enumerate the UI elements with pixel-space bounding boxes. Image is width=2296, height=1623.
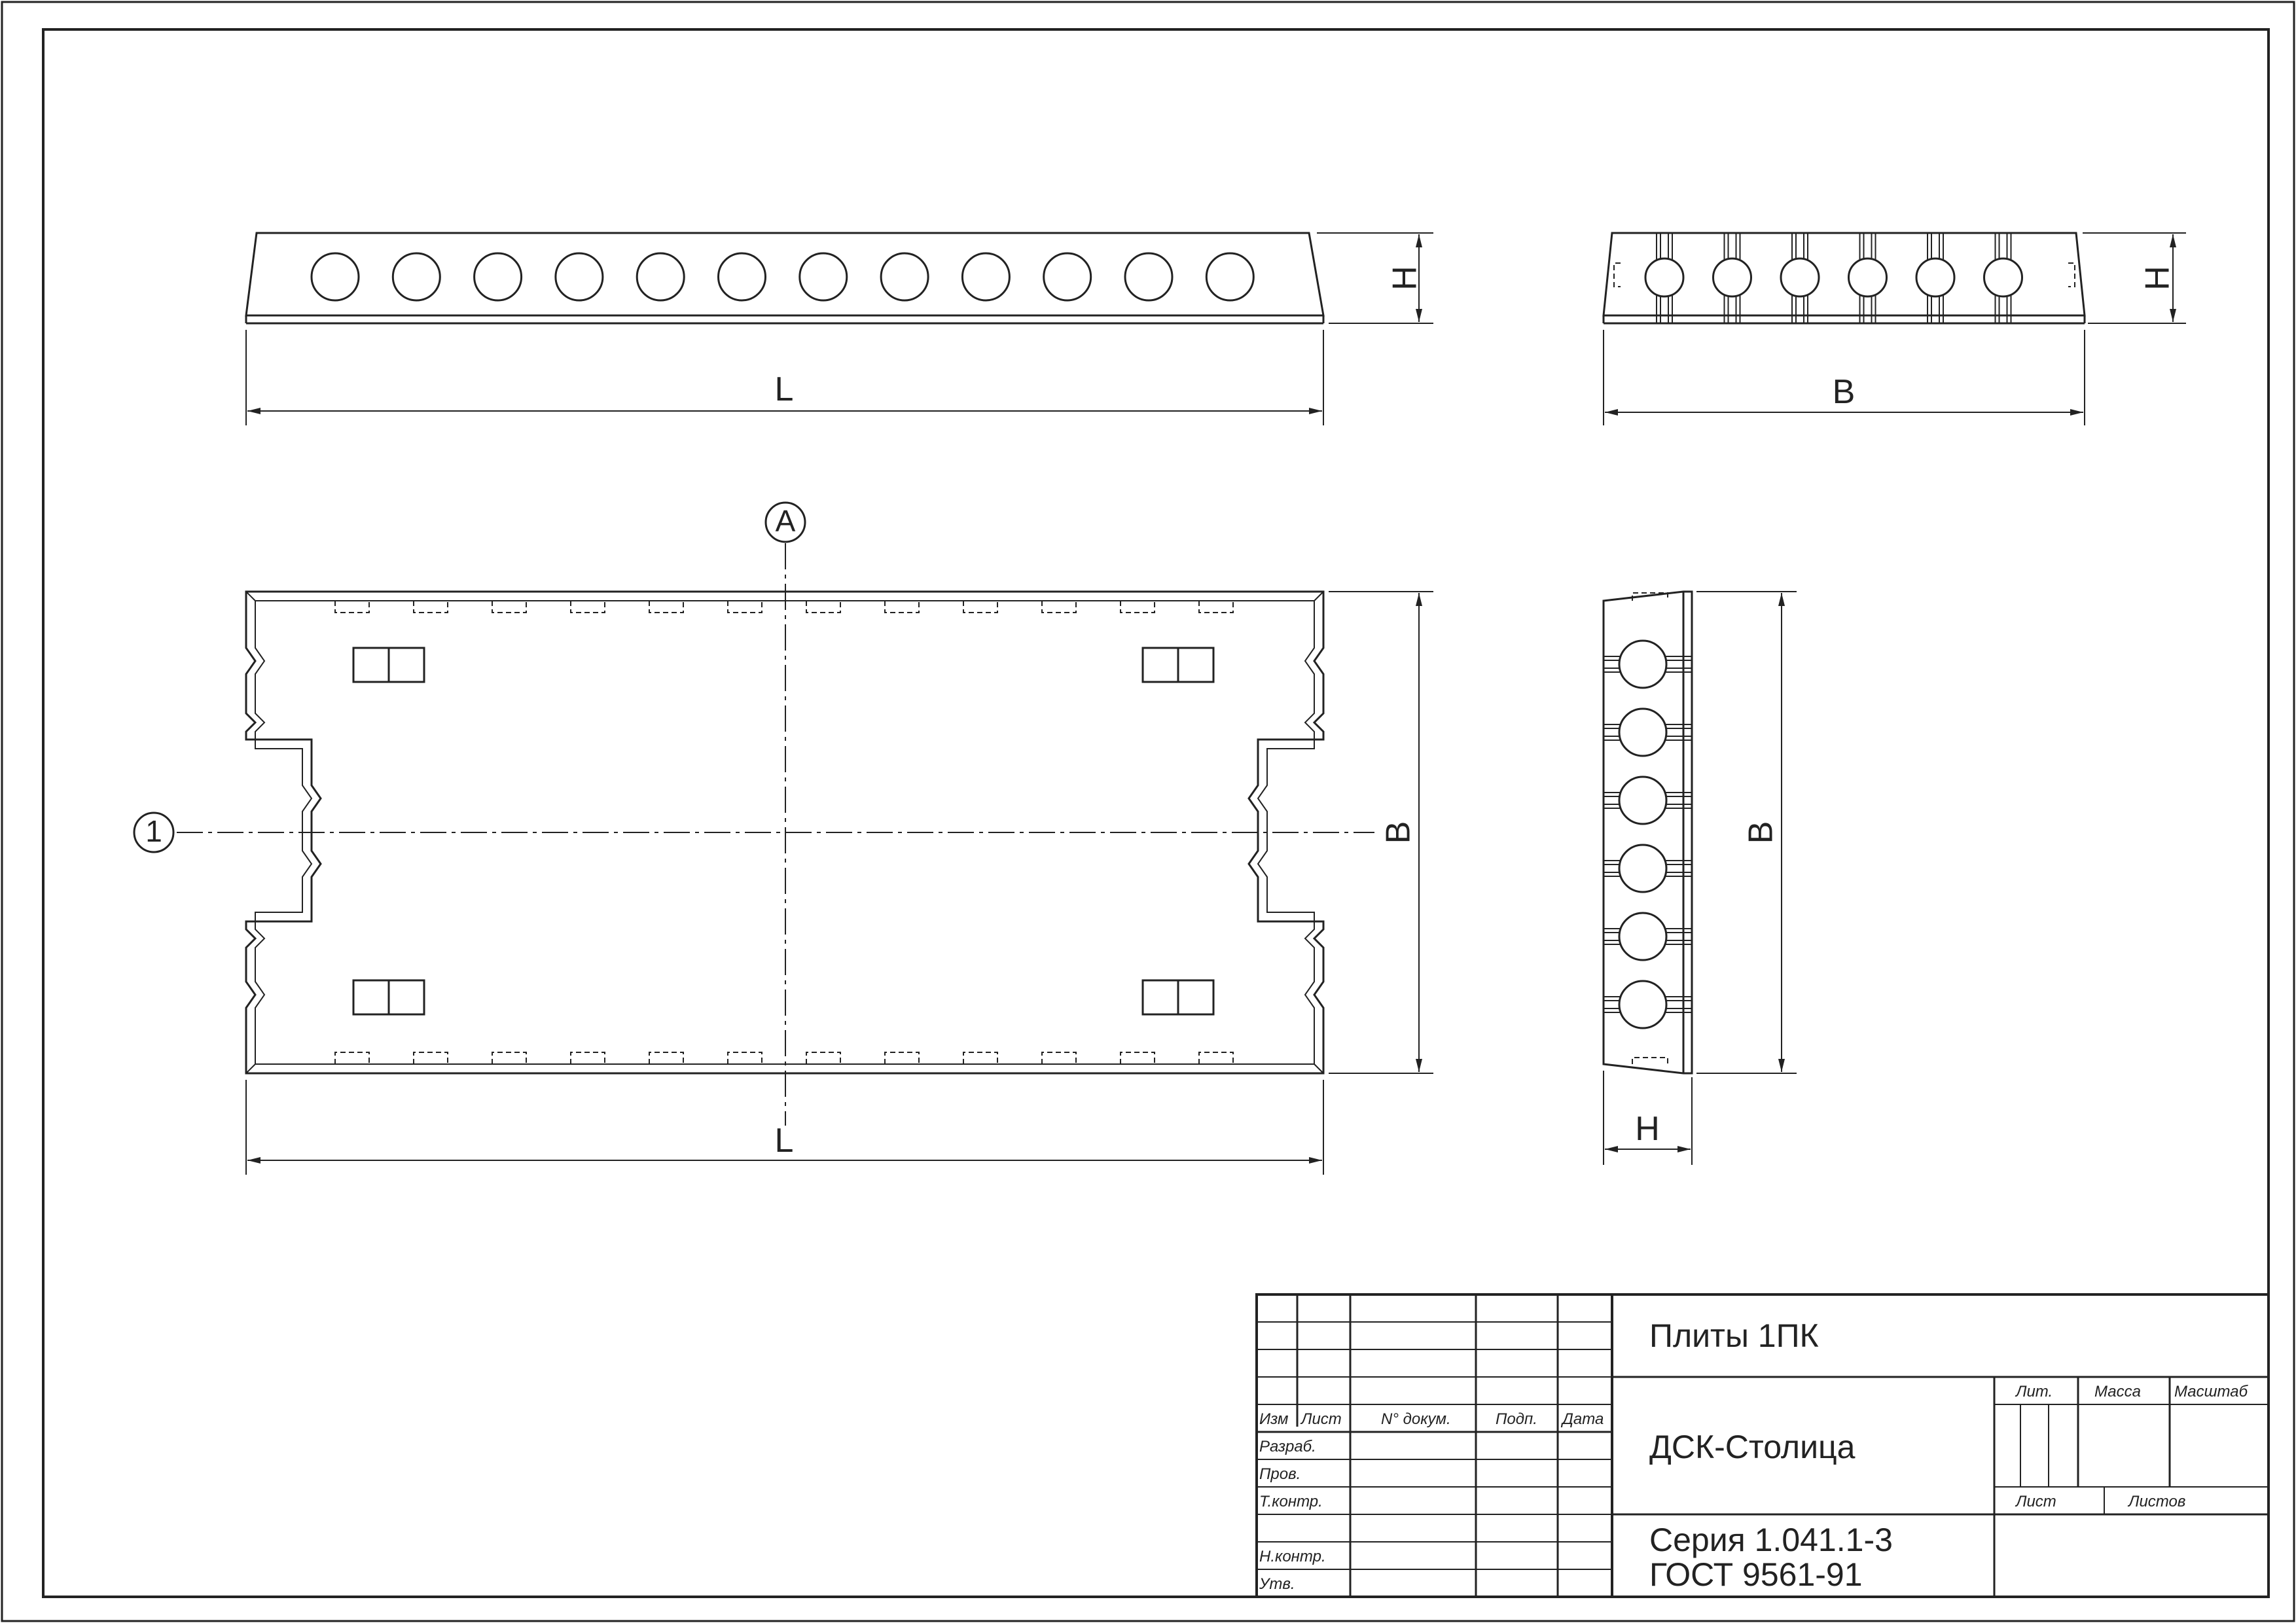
front-hollow-core-chamfer bbox=[721, 252, 762, 264]
plan-top-key bbox=[413, 601, 448, 613]
series-text: Серия 1.041.1-3 bbox=[1649, 1522, 1893, 1558]
side-hollow-core bbox=[1983, 257, 2023, 298]
edge-hollow-core bbox=[1618, 707, 1668, 757]
front-hollow-core-chamfer bbox=[315, 252, 355, 264]
front-view bbox=[245, 232, 1433, 425]
side-view bbox=[1602, 232, 2186, 425]
side-hollow-core bbox=[1848, 257, 1888, 298]
plan-lifting-loops bbox=[352, 647, 1215, 1016]
front-hollow-core-chamfer bbox=[640, 252, 681, 264]
tb-nkontr: Н.контр. bbox=[1259, 1548, 1326, 1565]
plan-view bbox=[133, 501, 1433, 1175]
edge-b-label: B bbox=[1742, 821, 1780, 844]
plan-top-key bbox=[1120, 601, 1155, 613]
plan-bottom-key bbox=[413, 1052, 448, 1064]
plan-corner-chamfer bbox=[245, 1063, 256, 1074]
plan-bottom-key bbox=[649, 1052, 684, 1064]
plan-edge-keys bbox=[245, 591, 1324, 1074]
tb-podp: Подп. bbox=[1496, 1410, 1537, 1428]
plan-top-key bbox=[884, 601, 920, 613]
plan-bottom-key bbox=[570, 1052, 605, 1064]
plan-axis-1-label: 1 bbox=[145, 814, 162, 848]
tb-dokum: N° докум. bbox=[1381, 1410, 1451, 1428]
plan-bottom-key bbox=[727, 1052, 762, 1064]
edge-hollow-core bbox=[1618, 776, 1668, 825]
side-view-hollow-cores bbox=[1644, 233, 2023, 323]
side-hollow-core bbox=[1915, 257, 1956, 298]
side-hollow-core bbox=[1644, 257, 1685, 298]
front-hollow-core-chamfer bbox=[1210, 252, 1251, 264]
front-hollow-core-chamfer bbox=[802, 252, 844, 264]
tb-prov: Пров. bbox=[1259, 1465, 1300, 1483]
side-hollow-core bbox=[1712, 257, 1752, 298]
title-block bbox=[1255, 1293, 2270, 1598]
edge-hollow-core bbox=[1618, 912, 1668, 961]
plan-bottom-key bbox=[963, 1052, 998, 1064]
plan-top-key bbox=[334, 601, 370, 613]
front-hollow-core-chamfer bbox=[965, 252, 1007, 264]
front-hollow-core-chamfer bbox=[477, 252, 518, 264]
tb-masshtab: Масштаб bbox=[2174, 1383, 2249, 1400]
tb-razrab: Разраб. bbox=[1259, 1438, 1316, 1455]
plan-top-key bbox=[1198, 601, 1234, 613]
edge-view bbox=[1602, 590, 1797, 1165]
tb-tkontr: Т.контр. bbox=[1259, 1493, 1323, 1510]
edge-view-hollow-cores bbox=[1604, 639, 1692, 1029]
front-hollow-core-chamfer bbox=[884, 252, 925, 264]
side-view-h-label: H bbox=[2139, 266, 2177, 291]
plan-top-key bbox=[1041, 601, 1077, 613]
organization-text: ДСК-Столица bbox=[1649, 1429, 1856, 1465]
plan-b-label: B bbox=[1380, 821, 1418, 844]
plan-top-key bbox=[727, 601, 762, 613]
plan-bottom-key bbox=[884, 1052, 920, 1064]
tb-list2: Лист bbox=[2015, 1493, 2056, 1510]
plan-top-key bbox=[806, 601, 841, 613]
front-hollow-core-chamfer bbox=[396, 252, 437, 264]
tb-lit: Лит. bbox=[2015, 1383, 2053, 1400]
plan-bottom-key bbox=[492, 1052, 527, 1064]
plan-corner-chamfer bbox=[1314, 591, 1324, 601]
side-hollow-core bbox=[1780, 257, 1820, 298]
tb-data: Дата bbox=[1560, 1410, 1604, 1428]
plan-bottom-key bbox=[1041, 1052, 1077, 1064]
tb-list: Лист bbox=[1300, 1410, 1342, 1428]
standard-text: ГОСТ 9561-91 bbox=[1649, 1556, 1863, 1593]
edge-h-label: H bbox=[1635, 1110, 1660, 1148]
front-hollow-core-chamfer bbox=[559, 252, 600, 264]
side-view-b-label: B bbox=[1833, 373, 1856, 411]
plan-bottom-key bbox=[1198, 1052, 1234, 1064]
tb-izm: Изм bbox=[1259, 1410, 1289, 1428]
front-hollow-core-chamfer bbox=[1128, 252, 1169, 264]
plan-top-key bbox=[963, 601, 998, 613]
plan-top-key bbox=[570, 601, 605, 613]
front-view-hollow-cores bbox=[310, 252, 1255, 302]
inner-frame bbox=[42, 28, 2270, 1598]
edge-hollow-core bbox=[1618, 844, 1668, 893]
plan-corner-chamfer bbox=[1314, 1063, 1324, 1074]
front-view-l-label: L bbox=[775, 370, 794, 408]
plan-l-label: L bbox=[775, 1122, 794, 1160]
front-view-h-label: H bbox=[1386, 266, 1424, 291]
title-text: Плиты 1ПК bbox=[1649, 1317, 1819, 1354]
tb-massa: Масса bbox=[2094, 1383, 2141, 1400]
plan-axis-a-label: A bbox=[776, 504, 796, 538]
edge-hollow-core bbox=[1618, 980, 1668, 1029]
plan-top-key bbox=[649, 601, 684, 613]
tb-listov: Листов bbox=[2127, 1493, 2185, 1510]
plan-top-key bbox=[492, 601, 527, 613]
plan-bottom-key bbox=[806, 1052, 841, 1064]
edge-hollow-core bbox=[1618, 639, 1668, 689]
plan-bottom-key bbox=[334, 1052, 370, 1064]
front-hollow-core-chamfer bbox=[1047, 252, 1088, 264]
plan-bottom-key bbox=[1120, 1052, 1155, 1064]
plan-corner-chamfer bbox=[245, 591, 256, 601]
tb-utv: Утв. bbox=[1259, 1575, 1295, 1593]
